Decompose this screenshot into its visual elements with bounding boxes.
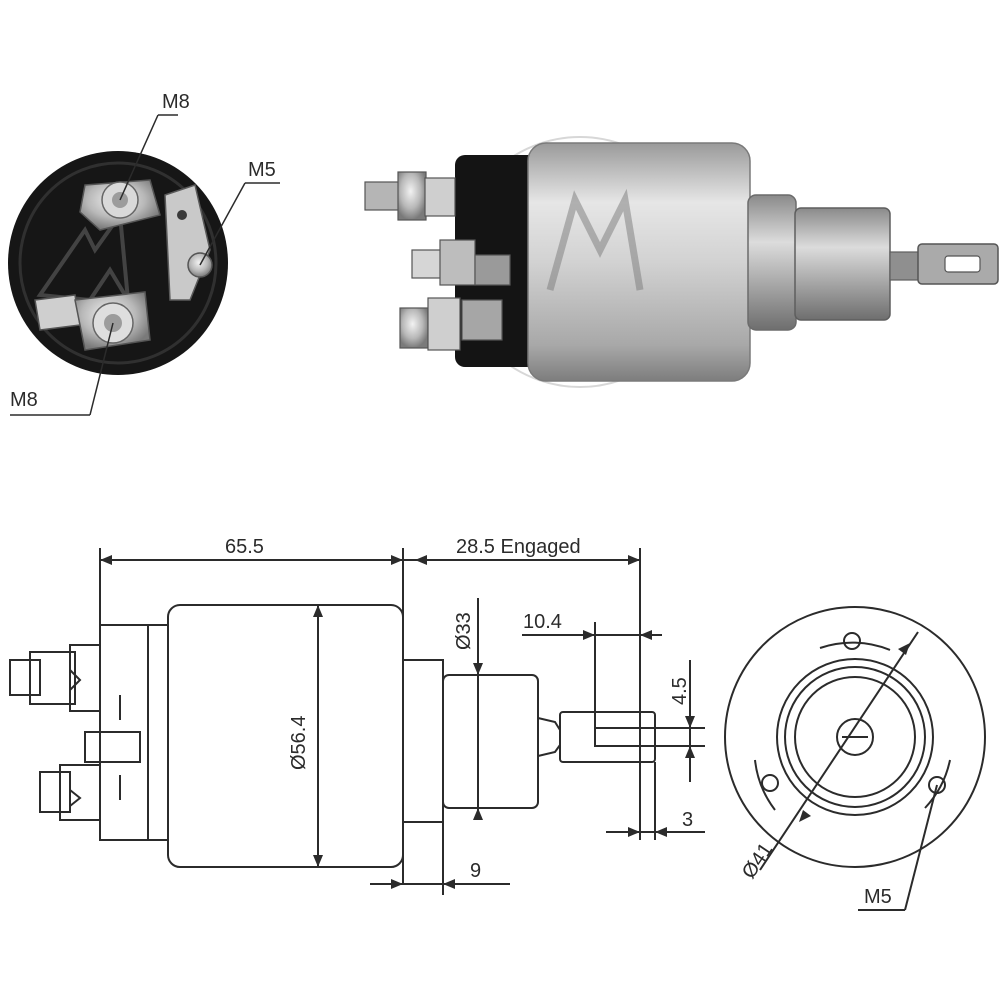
bottom-terminal-stud: [39, 771, 71, 813]
label-bolt-circle: Ø41: [738, 839, 777, 883]
top-terminal-nut: [29, 651, 76, 705]
arrow-length-left: [100, 555, 112, 565]
body-outline: [167, 604, 404, 868]
flange-outline: [724, 606, 986, 868]
bolt-circle-arc-top: [819, 641, 891, 651]
bolt-circle-arc-left: [754, 759, 776, 811]
bottom-terminal-nut: [59, 764, 101, 821]
neck-plunger: [442, 674, 539, 809]
side-drawing: [9, 548, 705, 895]
callout-m5: M5: [248, 159, 276, 181]
plunger-shaft: [889, 251, 921, 281]
photo-terminal-bottom: [399, 297, 503, 351]
watermark-logo: [36, 209, 130, 303]
leader-m5-front: [904, 784, 938, 911]
neck-collar: [402, 659, 444, 823]
arrow-tab-end-right: [655, 827, 667, 837]
label-neck-step: 9: [470, 860, 481, 882]
arrow-neck-step-left: [391, 879, 403, 889]
arrow-tab-width-bottom: [685, 746, 695, 758]
bore-inner: [794, 676, 916, 798]
top-terminal-washer: [69, 644, 101, 712]
label-neck-dia: Ø33: [453, 612, 475, 650]
top-terminal-break: [69, 669, 82, 691]
plunger-neck-shape: [537, 717, 561, 757]
arrow-tab-length-left: [583, 630, 595, 640]
arrow-engaged-right: [628, 555, 640, 565]
callout-m8-top: M8: [162, 91, 190, 113]
dim-line-bolt-circle: [759, 631, 919, 871]
side-view-photo: [364, 136, 999, 388]
plunger-end: [836, 718, 874, 756]
arrow-body-dia-top: [313, 605, 323, 617]
arrow-tab-length-right: [640, 630, 652, 640]
bore-outer: [776, 658, 934, 816]
label-length: 65.5: [225, 536, 264, 558]
arrow-neck-step-right: [443, 879, 455, 889]
mid-terminal: [84, 731, 141, 763]
bolt-circle-arc-right: [924, 759, 951, 809]
top-terminal-stud: [9, 659, 41, 696]
photo-terminal-middle: [411, 239, 511, 286]
watermark-letter: [546, 188, 644, 291]
leader-m5-diag: [199, 182, 246, 266]
m5-terminal: [164, 184, 213, 301]
mount-hole-left: [761, 774, 779, 792]
label-tab-width: 4.5: [669, 677, 691, 705]
leader-m8-bottom-diag: [89, 322, 114, 416]
arrow-tab-width-top: [685, 716, 695, 728]
solenoid-plunger: [794, 207, 891, 321]
arrow-neck-dia-top: [473, 663, 483, 675]
bottom-terminal-break: [69, 789, 82, 807]
plunger-tab-slot: [944, 255, 981, 273]
arrow-length-right: [391, 555, 403, 565]
arrow-body-dia-bottom: [313, 855, 323, 867]
arrow-engaged-left: [415, 555, 427, 565]
label-tab-length: 10.4: [523, 611, 562, 633]
tab-slot: [594, 727, 656, 747]
label-m5-front: M5: [864, 886, 892, 908]
arrow-bolt-circle-bottom: [799, 810, 811, 822]
label-engaged: 28.5 Engaged: [456, 536, 581, 558]
photo-terminal-top: [364, 171, 456, 221]
arrow-neck-dia-bottom: [473, 808, 483, 820]
arrow-tab-end-left: [628, 827, 640, 837]
mount-hole-top: [843, 632, 861, 650]
end-cap-rim: [18, 161, 218, 365]
label-body-dia: Ø56.4: [288, 716, 310, 770]
solenoid-collar: [747, 194, 797, 331]
callout-m8-bottom: M8: [10, 389, 38, 411]
arrow-bolt-circle-top: [898, 643, 910, 655]
end-view-photo: M8 M5 M8: [8, 91, 280, 416]
front-drawing: [724, 606, 986, 911]
label-tab-end: 3: [682, 809, 693, 831]
bore-inner-ring: [784, 666, 926, 808]
leader-m8-top-diag: [119, 114, 159, 201]
